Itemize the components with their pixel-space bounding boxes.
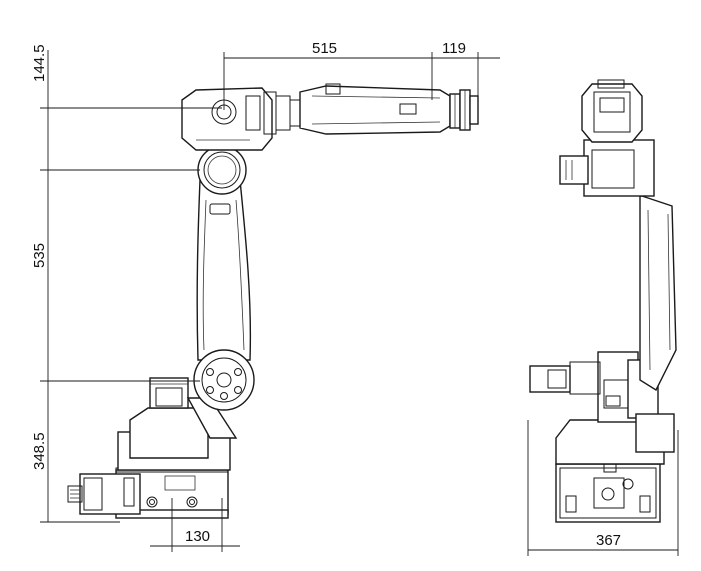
front-j3-joint (197, 145, 247, 195)
dim-144-5: 144.5 (31, 44, 48, 82)
side-base (555, 463, 661, 523)
dim-367: 367 (596, 532, 621, 549)
side-arm (639, 195, 677, 392)
front-forearm (299, 83, 451, 135)
side-view: 367 (527, 79, 679, 556)
front-wrist (449, 89, 479, 131)
dim-535: 535 (31, 243, 48, 268)
front-base (67, 467, 229, 519)
side-turret (529, 351, 675, 465)
front-view: 515 119 144.5 535 348.5 130 (31, 40, 500, 552)
front-dimensions (40, 50, 500, 552)
front-head (181, 87, 301, 151)
front-j2-joint (193, 349, 255, 411)
dim-348-5: 348.5 (31, 432, 48, 470)
dim-515: 515 (312, 40, 337, 57)
dim-130: 130 (185, 528, 210, 545)
side-shoulder (559, 139, 655, 197)
front-lower-arm (196, 179, 252, 361)
side-head (581, 79, 643, 143)
front-turret (117, 377, 238, 471)
dim-119: 119 (442, 40, 466, 57)
side-dimensions (527, 420, 679, 556)
